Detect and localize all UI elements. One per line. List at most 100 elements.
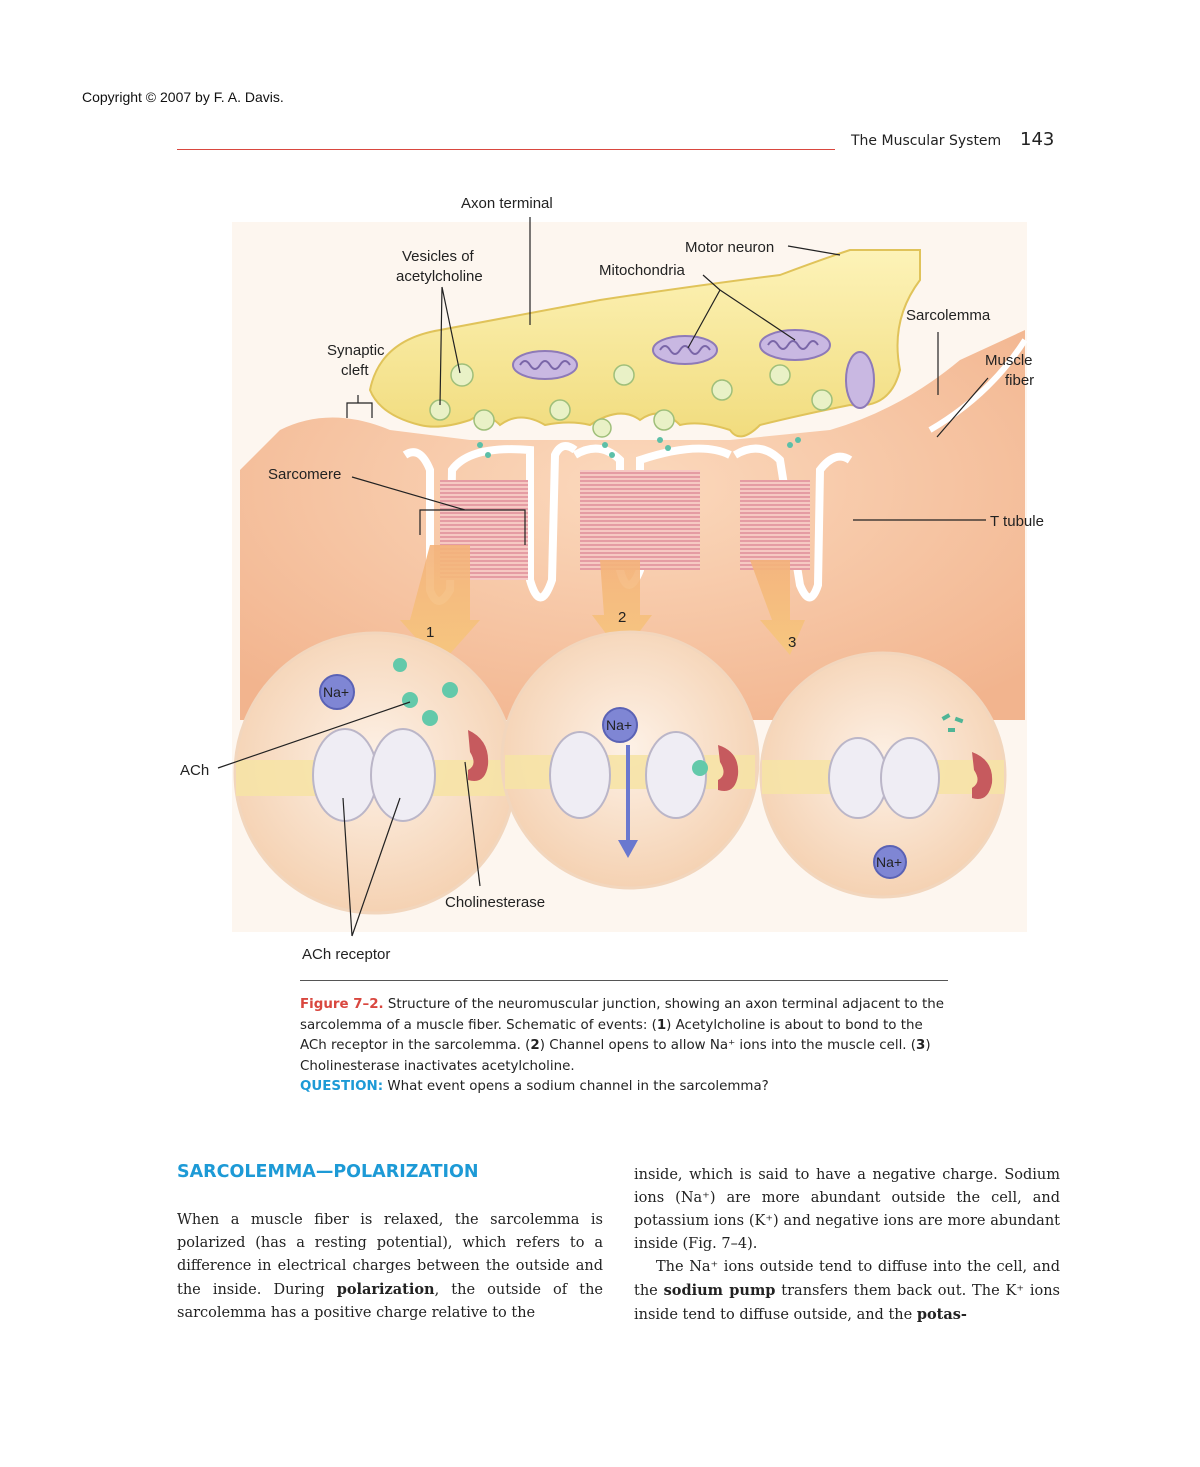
zoom-circle-3: [759, 651, 1007, 899]
label-t-tubule: T tubule: [990, 513, 1044, 530]
label-na-ion-3: Na+: [876, 854, 902, 870]
label-synaptic-line2: cleft: [341, 362, 369, 379]
neuromuscular-junction-figure: Axon terminal Vesicles of acetylcholine …: [180, 195, 1044, 963]
vesicle: [711, 379, 733, 401]
body-paragraph: When a muscle fiber is relaxed, the sarc…: [177, 1209, 603, 1325]
label-cholinesterase: Cholinesterase: [445, 894, 545, 911]
ach-molecule: [422, 710, 438, 726]
left-text-a: When a muscle fiber is relaxed, the sarc…: [177, 1212, 603, 1298]
body-paragraph-2: The Na⁺ ions outside tend to diffuse int…: [634, 1256, 1060, 1327]
zoom-circle-2: [500, 630, 760, 890]
step-arrow-1: [400, 545, 480, 665]
sarcolemma-edge: [928, 338, 1028, 433]
mitochondrion: [512, 350, 578, 380]
label-motor-neuron: Motor neuron: [685, 239, 774, 256]
inactivated-ach: [948, 728, 955, 732]
label-na-ion-1: Na+: [323, 684, 349, 700]
leader-ach: [217, 701, 411, 769]
body-column-right: inside, which is said to have a negative…: [634, 1164, 1060, 1327]
label-sarcomere: Sarcomere: [268, 466, 341, 483]
ach-dot: [665, 445, 671, 451]
label-step-3: 3: [788, 634, 796, 651]
ach-molecule: [393, 658, 407, 672]
caption-step-2: 2: [530, 1038, 540, 1053]
label-ach: ACh: [180, 762, 209, 779]
label-vesicles-line2: acetylcholine: [396, 268, 483, 285]
step-arrow-3: [750, 560, 805, 655]
copyright-line: Copyright © 2007 by F. A. Davis.: [82, 89, 284, 105]
page-number: 143: [1020, 129, 1055, 150]
mitochondrion-cristae: [767, 340, 819, 350]
released-ach-dots: [477, 437, 801, 458]
t-tubule-fold-1: [402, 442, 578, 605]
body-paragraph-1: inside, which is said to have a negative…: [634, 1167, 1060, 1252]
channel-flow-arrowhead: [618, 840, 638, 858]
term-potassium: potas-: [916, 1306, 967, 1323]
leader-lines: [217, 217, 989, 937]
label-muscle-line2: fiber: [1005, 372, 1034, 389]
cholinesterase-shape: [718, 745, 739, 791]
left-text-b: , the outside of the sarcolemma has a po…: [177, 1282, 603, 1321]
figure-caption: Figure 7–2. Structure of the neuromuscul…: [300, 995, 952, 1098]
section-heading: SARCOLEMMA—POLARIZATION: [177, 1162, 479, 1182]
label-ach-receptor: ACh receptor: [302, 946, 390, 963]
na-ion: [319, 674, 355, 710]
cholinesterase-shape: [468, 730, 489, 781]
label-muscle-line1: Muscle: [985, 352, 1033, 369]
na-ion: [602, 707, 638, 743]
axon-terminal: [368, 249, 921, 438]
caption-text-a: Structure of the neuromuscular junction,…: [300, 997, 944, 1033]
label-na-ion-2: Na+: [606, 717, 632, 733]
caption-question-label: QUESTION:: [300, 1079, 384, 1094]
vesicle: [613, 364, 635, 386]
header-rule: [177, 149, 835, 150]
na-ion: [873, 845, 907, 879]
term-polarization: polarization: [336, 1281, 435, 1298]
caption-step-3: 3: [916, 1038, 926, 1053]
body-column-left: When a muscle fiber is relaxed, the sarc…: [177, 1209, 603, 1325]
term-sodium-pump: sodium pump: [663, 1282, 776, 1299]
leader-ach-receptor: [342, 797, 401, 937]
ach-dot: [477, 442, 483, 448]
leader-motor-neuron: [787, 245, 841, 256]
leader-sarcomere: [351, 476, 526, 545]
right-text-a: The Na⁺ ions outside tend to diffuse int…: [634, 1259, 1060, 1299]
vesicles-group: [429, 363, 833, 438]
vesicle: [450, 363, 474, 387]
label-mitochondria: Mitochondria: [599, 262, 686, 279]
ach-receptor-right: [645, 731, 707, 819]
zoom-circle-1: [233, 631, 517, 915]
label-vesicles-line1: Vesicles of: [402, 248, 475, 265]
ach-molecule: [692, 760, 708, 776]
t-tubule-fold-3: [732, 444, 853, 602]
ach-dot: [787, 442, 793, 448]
mitochondria-group: [512, 329, 875, 409]
ach-dot: [485, 452, 491, 458]
cholinesterase-shape: [972, 752, 993, 799]
ach-molecule: [402, 692, 418, 708]
vesicle: [592, 418, 612, 438]
label-axon-terminal: Axon terminal: [461, 195, 553, 212]
caption-text-c: ) Channel opens to allow Na⁺ ions into t…: [539, 1038, 917, 1053]
vesicle: [769, 364, 791, 386]
right-text-b: transfers them back out. The K⁺ ions ins…: [634, 1283, 1061, 1323]
mitochondrion: [845, 351, 875, 409]
ach-receptor-right: [370, 728, 436, 822]
mitochondrion-cristae: [519, 360, 571, 370]
ach-receptor-left: [549, 731, 611, 819]
ach-dot: [602, 442, 608, 448]
label-synaptic-line1: Synaptic: [327, 342, 385, 359]
leader-vesicles: [439, 286, 461, 406]
vesicle: [549, 399, 571, 421]
mitochondrion: [652, 335, 718, 365]
ach-dot: [657, 437, 663, 443]
label-sarcolemma: Sarcolemma: [906, 307, 991, 324]
vesicle: [653, 409, 675, 431]
ach-dot: [609, 452, 615, 458]
inactivated-ach: [941, 713, 951, 721]
ach-receptor-right: [880, 737, 940, 819]
figure-rule: [300, 980, 948, 981]
vesicle: [811, 389, 833, 411]
label-step-2: 2: [618, 609, 626, 626]
caption-text-d: ) Cholinesterase inactivates acetylcholi…: [300, 1038, 931, 1074]
